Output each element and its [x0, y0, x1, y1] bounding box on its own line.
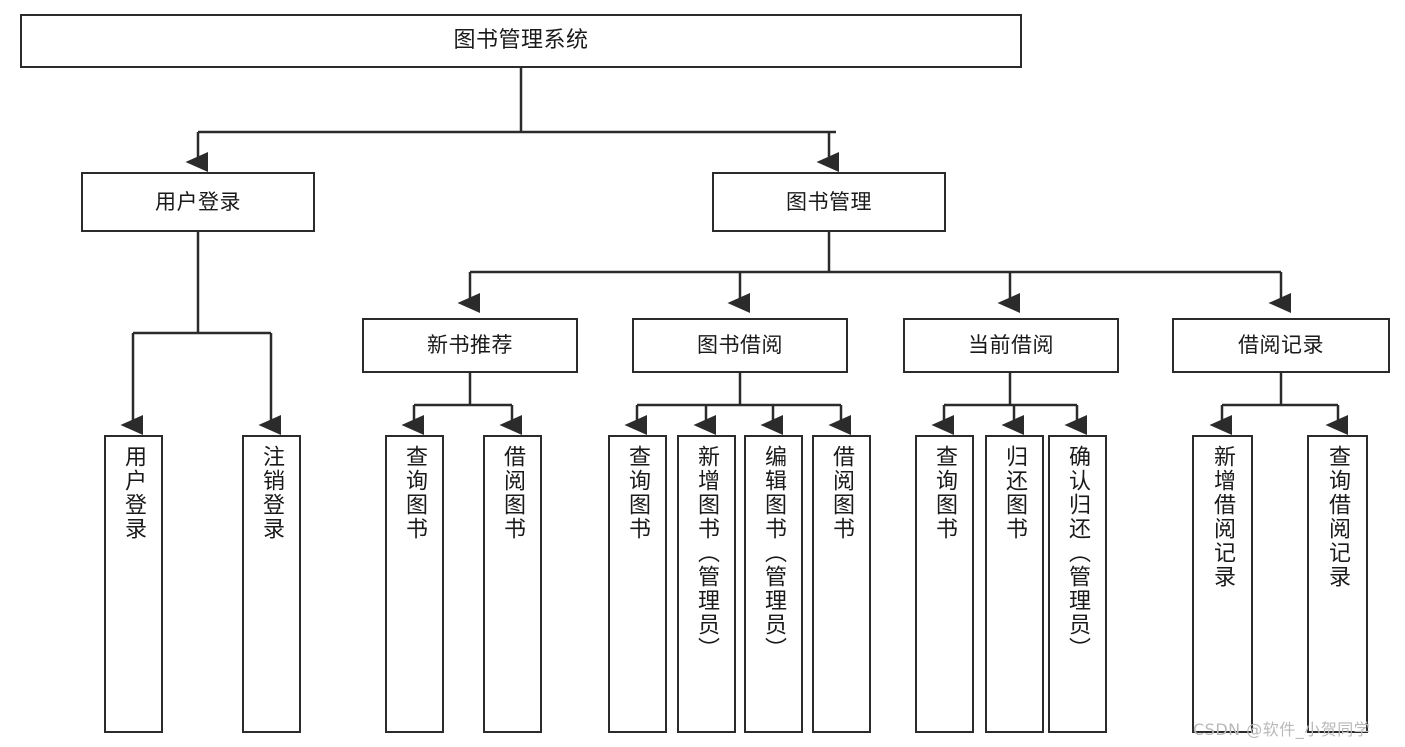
leaf-new-book-borrow[interactable]: 借阅图书 [483, 435, 542, 733]
node-label: 查询图书 [402, 445, 428, 541]
leaf-user-login-logout[interactable]: 注销登录 [242, 435, 301, 733]
csdn-watermark: CSDN @软件_小贺同学 [1193, 720, 1371, 739]
node-label: 当前借阅 [968, 333, 1054, 358]
leaf-user-login-login[interactable]: 用户登录 [104, 435, 163, 733]
node-label: 确认归还（管理员） [1065, 445, 1091, 661]
leaf-book-borrow-add[interactable]: 新增图书（管理员） [677, 435, 736, 733]
node-book-management[interactable]: 图书管理 [712, 172, 946, 232]
leaf-book-borrow-query[interactable]: 查询图书 [608, 435, 667, 733]
node-label: 图书管理系统 [453, 28, 589, 54]
leaf-new-book-query[interactable]: 查询图书 [385, 435, 444, 733]
leaf-book-borrow-borrow[interactable]: 借阅图书 [812, 435, 871, 733]
node-label: 新增图书（管理员） [694, 445, 720, 661]
node-label: 查询图书 [932, 445, 958, 541]
leaf-current-borrow-return[interactable]: 归还图书 [985, 435, 1044, 733]
node-label: 用户登录 [155, 189, 241, 214]
node-current-borrow[interactable]: 当前借阅 [903, 318, 1119, 373]
node-user-login[interactable]: 用户登录 [81, 172, 315, 232]
leaf-current-borrow-confirm-return[interactable]: 确认归还（管理员） [1048, 435, 1107, 733]
node-label: 图书管理 [786, 189, 872, 214]
node-label: 借阅图书 [829, 445, 855, 541]
node-root-book-management-system[interactable]: 图书管理系统 [20, 14, 1022, 68]
node-label: 借阅图书 [500, 445, 526, 541]
node-label: 用户登录 [121, 445, 147, 541]
leaf-borrow-record-query[interactable]: 查询借阅记录 [1307, 435, 1368, 733]
node-label: 归还图书 [1002, 445, 1028, 541]
leaf-borrow-record-add[interactable]: 新增借阅记录 [1192, 435, 1253, 733]
node-label: 新书推荐 [427, 333, 513, 358]
node-label: 图书借阅 [697, 333, 783, 358]
node-borrow-record[interactable]: 借阅记录 [1172, 318, 1390, 373]
node-label: 注销登录 [259, 445, 285, 541]
node-label: 借阅记录 [1238, 333, 1324, 358]
leaf-current-borrow-query[interactable]: 查询图书 [915, 435, 974, 733]
node-book-borrow[interactable]: 图书借阅 [632, 318, 848, 373]
node-label: 新增借阅记录 [1210, 445, 1236, 589]
node-label: 查询借阅记录 [1325, 445, 1351, 589]
node-label: 查询图书 [625, 445, 651, 541]
node-new-book-recommend[interactable]: 新书推荐 [362, 318, 578, 373]
node-label: 编辑图书（管理员） [761, 445, 787, 661]
leaf-book-borrow-edit[interactable]: 编辑图书（管理员） [744, 435, 803, 733]
